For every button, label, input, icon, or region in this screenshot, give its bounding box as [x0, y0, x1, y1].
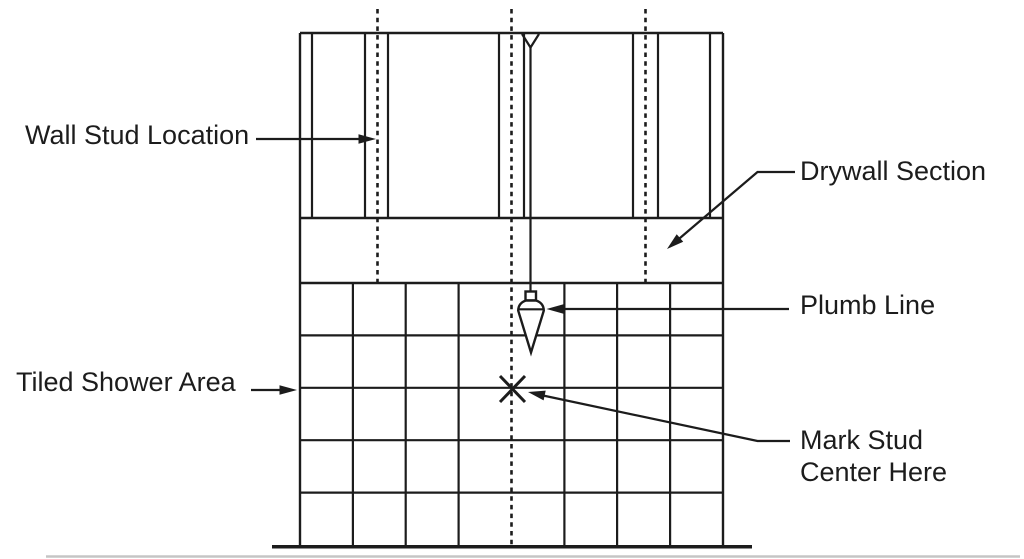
tiled-shower-leader-arrow [251, 385, 297, 395]
drywall-band [300, 216, 723, 285]
arrowhead-icon [546, 304, 564, 314]
label-tiled-shower-area: Tiled Shower Area [16, 367, 236, 397]
arrowhead-icon [358, 134, 376, 144]
arrowhead-icon [279, 385, 297, 395]
wall-stud-leader-arrow [256, 134, 376, 144]
plumb-bob-nub [524, 290, 538, 302]
label-mark-stud-center-line1: Mark Stud [800, 425, 924, 455]
wall-outline [298, 31, 725, 545]
drywall-leader-arrow [667, 170, 795, 249]
leader-line [669, 170, 795, 248]
label-mark-stud-center: Mark Stud Center Here [800, 424, 947, 489]
plumb-line-assembly [516, 33, 546, 357]
plumb-bob-icon [516, 299, 546, 357]
label-drywall-section: Drywall Section [800, 156, 987, 186]
label-plumb-line: Plumb Line [800, 290, 936, 320]
label-mark-stud-center-line2: Center Here [800, 457, 948, 488]
plumb-line-leader-arrow [546, 304, 789, 314]
arrowhead-icon [528, 390, 546, 401]
mark-stud-leader-arrow [528, 390, 790, 443]
x-mark-icon [498, 374, 527, 404]
wall-studs [310, 34, 712, 218]
arrowhead-icon [667, 234, 684, 249]
x-mark-stroke [498, 374, 527, 404]
leader-line [542, 394, 790, 443]
stud-centerlines [376, 9, 647, 545]
leader-arrows [251, 134, 795, 443]
label-wall-stud-location: Wall Stud Location [25, 120, 250, 150]
tile-grid [300, 283, 723, 545]
